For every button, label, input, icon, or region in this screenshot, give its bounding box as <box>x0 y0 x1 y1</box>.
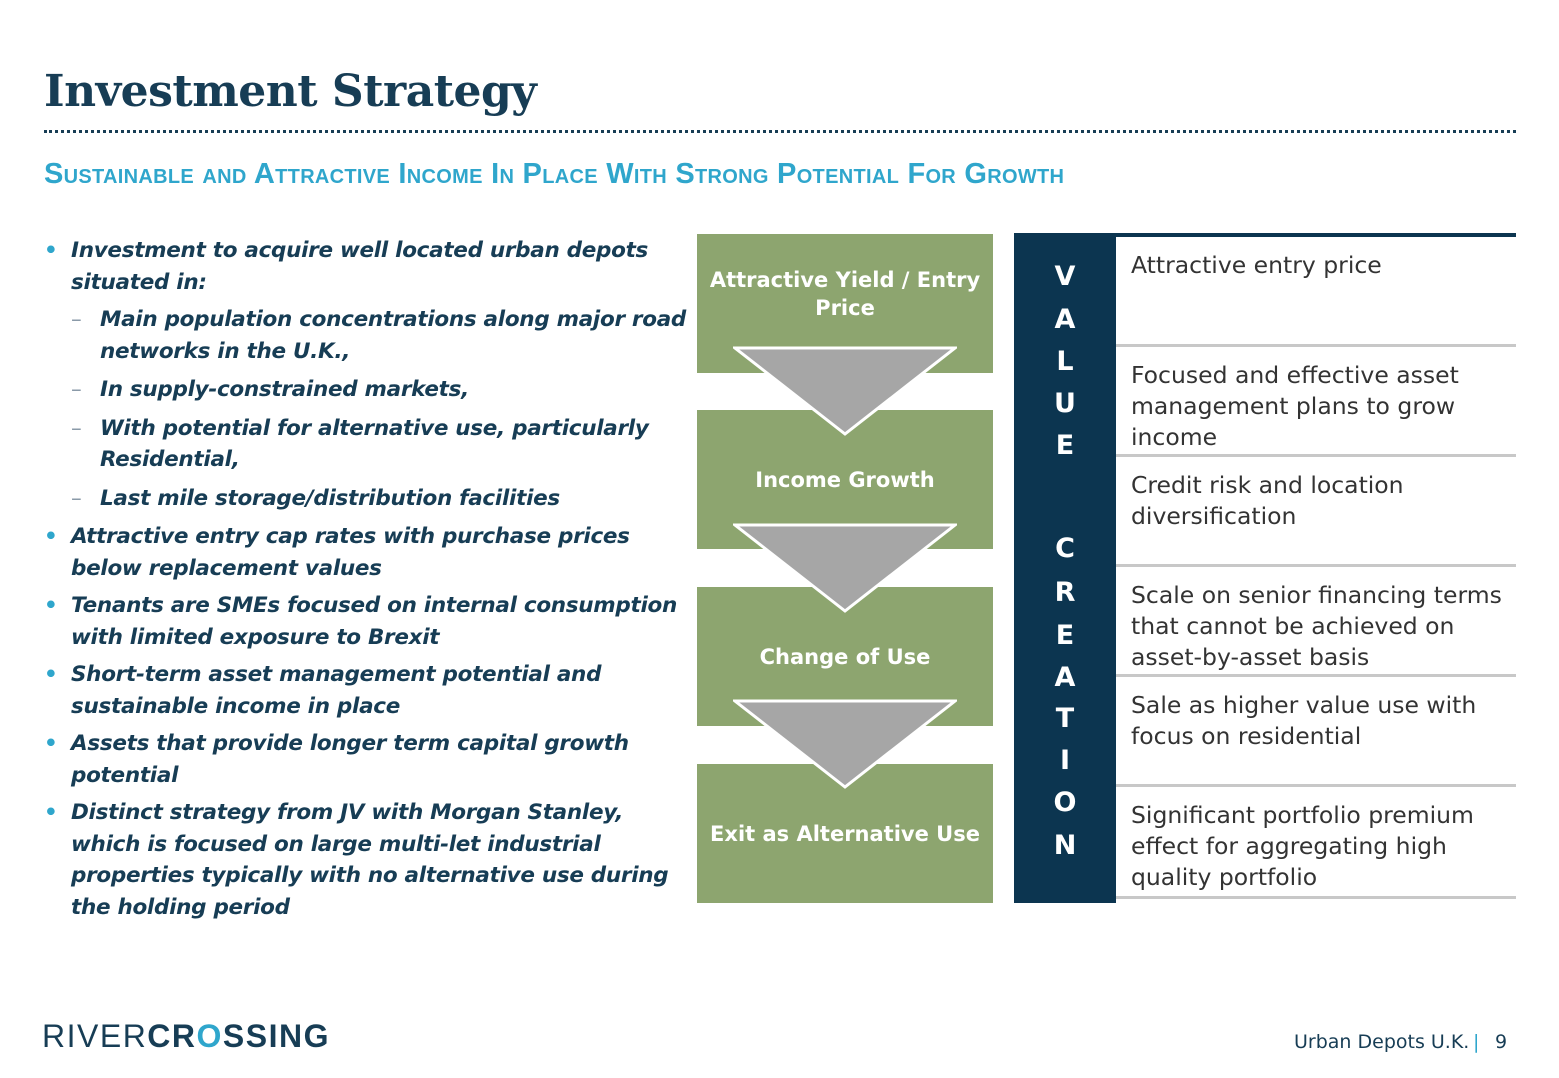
page-subtitle: Sustainable and Attractive Income In Pla… <box>44 158 1065 190</box>
vertical-letter: E <box>1055 620 1075 651</box>
flow-step-label: Change of Use <box>759 644 931 669</box>
value-item: Significant portfolio premium effect for… <box>1116 787 1516 899</box>
logo-light-text: RIVER <box>42 1018 148 1054</box>
flow-step-label: Income Growth <box>755 467 935 492</box>
footer-doc-name: Urban Depots U.K. <box>1294 1031 1470 1053</box>
down-arrow-icon <box>733 346 957 436</box>
vertical-letter: R <box>1054 577 1076 608</box>
vertical-letter: U <box>1054 388 1076 419</box>
sub-bullet-item: With potential for alternative use, part… <box>71 413 689 476</box>
value-item: Attractive entry price <box>1116 237 1516 347</box>
sub-bullet-list: Main population concentrations along maj… <box>71 304 689 514</box>
vertical-letter: I <box>1059 745 1071 776</box>
strategy-bullets: Investment to acquire well located urban… <box>44 235 689 929</box>
footer-separator: | <box>1473 1031 1480 1053</box>
down-arrow-icon <box>733 523 957 613</box>
value-item: Sale as higher value use with focus on r… <box>1116 677 1516 787</box>
bullet-item: Assets that provide longer term capital … <box>44 728 689 791</box>
sub-bullet-item: In supply-constrained markets, <box>71 374 689 406</box>
logo-bold-text: CROSSING <box>147 1018 330 1054</box>
bullet-item: Distinct strategy from JV with Morgan St… <box>44 797 689 923</box>
value-item: Focused and effective asset management p… <box>1116 347 1516 457</box>
vertical-letter: E <box>1055 430 1075 461</box>
title-divider <box>44 130 1516 133</box>
value-item: Scale on senior financing terms that can… <box>1116 567 1516 677</box>
value-item: Credit risk and location diversification <box>1116 457 1516 567</box>
sub-bullet-item: Main population concentrations along maj… <box>71 304 689 367</box>
sub-bullet-item: Last mile storage/distribution facilitie… <box>71 483 689 515</box>
rivercrossing-logo: RIVERCROSSING <box>42 1018 330 1055</box>
down-arrow-icon <box>733 699 957 789</box>
vertical-letter: A <box>1054 662 1076 693</box>
page-title: Investment Strategy <box>44 66 537 117</box>
vertical-letter: L <box>1056 346 1074 377</box>
bullet-item: Tenants are SMEs focused on internal con… <box>44 590 689 653</box>
flow-step-label: Attractive Yield / Entry Price <box>709 267 981 320</box>
vertical-letter: N <box>1053 830 1077 861</box>
vertical-letter: A <box>1054 304 1076 335</box>
vertical-letter: T <box>1055 703 1075 734</box>
bullet-item: Attractive entry cap rates with purchase… <box>44 521 689 584</box>
bullet-text: Investment to acquire well located urban… <box>71 238 649 295</box>
bullet-item: Investment to acquire well located urban… <box>44 235 689 514</box>
value-creation-bar: V A L U E C R E A T I O N <box>1014 233 1116 903</box>
flow-step-label: Exit as Alternative Use <box>710 821 980 846</box>
value-creation-top-rule <box>1116 233 1516 237</box>
vertical-letter: C <box>1055 533 1075 564</box>
page-number: 9 <box>1495 1031 1508 1053</box>
vertical-letter: V <box>1054 261 1076 292</box>
flow-step-exit: Exit as Alternative Use <box>697 764 993 903</box>
vertical-letter: O <box>1053 787 1077 818</box>
bullet-item: Short-term asset management potential an… <box>44 659 689 722</box>
